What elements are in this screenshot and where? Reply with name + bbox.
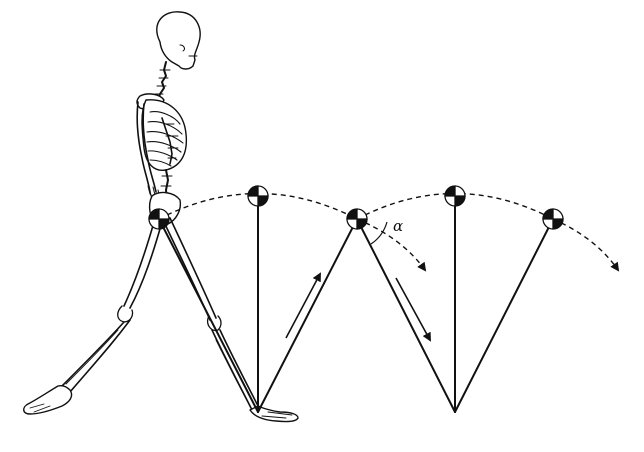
skull [156, 11, 201, 70]
pendulum-leg-4 [356, 218, 456, 413]
motion-arrow-down-right [395, 277, 431, 342]
rib-cage [141, 99, 188, 171]
angle-marker: α [370, 217, 403, 245]
com-marker-1 [148, 208, 170, 230]
motion-arrow-up-right [285, 272, 321, 339]
angle-arc [370, 221, 388, 245]
trajectory-arc-2-continuation [552, 218, 620, 272]
trailing-leg [23, 221, 163, 415]
pendulum-legs [158, 195, 554, 413]
com-marker-3 [346, 208, 368, 230]
angle-label: α [393, 217, 403, 235]
trajectory-arc-1-continuation [356, 218, 427, 272]
center-of-mass-markers [148, 185, 564, 230]
pendulum-leg-6 [454, 218, 554, 413]
trailing-foot [23, 384, 73, 415]
walking-skeleton [23, 11, 299, 423]
com-marker-4 [444, 185, 466, 207]
stance-leg [163, 217, 299, 423]
com-marker-5 [542, 208, 564, 230]
com-marker-2 [247, 185, 269, 207]
pendulum-leg-3 [257, 218, 358, 413]
center-of-mass-trajectory [158, 192, 620, 272]
pendulum-leg-1 [158, 218, 259, 413]
cervical-spine [154, 61, 171, 101]
motion-arrows [285, 272, 431, 342]
